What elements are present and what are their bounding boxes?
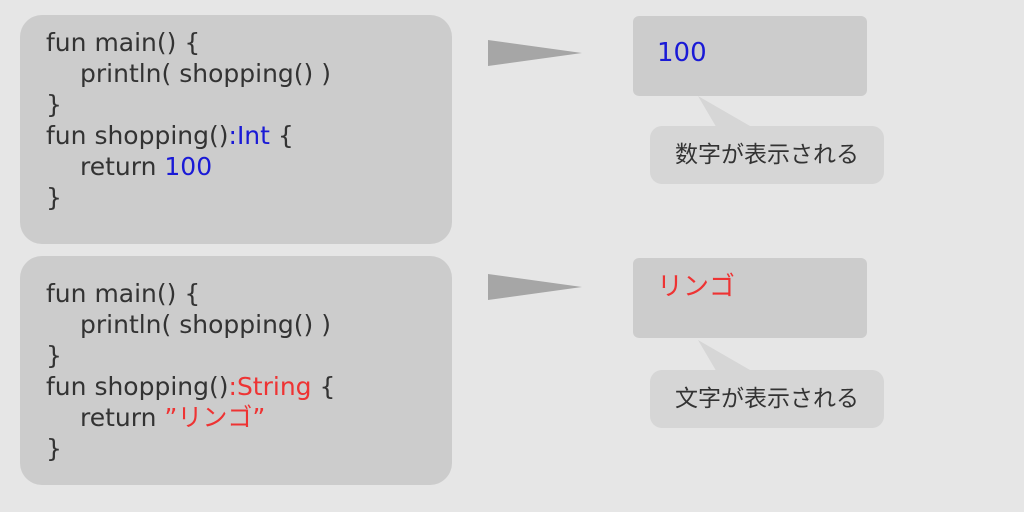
output-value: リンゴ — [657, 272, 736, 302]
code-text: { — [269, 121, 294, 150]
code-line: println( shopping() ) — [46, 309, 452, 340]
code-panel-string: fun main() { println( shopping() ) } fun… — [20, 256, 452, 485]
code-line: return ”リンゴ” — [46, 402, 452, 433]
output-panel-int: 100 — [633, 16, 867, 96]
right-arrow-icon — [488, 40, 582, 66]
code-text: fun main() { — [46, 279, 201, 308]
code-line: println( shopping() ) — [46, 58, 452, 89]
code-text: } — [46, 434, 62, 463]
code-text: } — [46, 90, 62, 119]
code-text: fun main() { — [46, 28, 201, 57]
caption-text: 文字が表示される — [675, 386, 859, 412]
code-line: } — [46, 182, 452, 213]
code-text: fun shopping() — [46, 372, 229, 401]
caption-text: 数字が表示される — [675, 142, 859, 168]
code-text: return — [80, 403, 165, 432]
code-text: } — [46, 183, 62, 212]
code-line: fun shopping():String { — [46, 371, 452, 402]
code-text: println( shopping() ) — [80, 59, 332, 88]
code-text: println( shopping() ) — [80, 310, 332, 339]
code-text: fun shopping() — [46, 121, 229, 150]
return-type-string: :String — [228, 372, 312, 401]
code-text: return — [80, 152, 165, 181]
code-line: } — [46, 433, 452, 464]
caption-bubble-string: 文字が表示される — [650, 370, 884, 428]
speech-bubble-tail — [698, 96, 750, 130]
code-text: } — [46, 341, 62, 370]
code-line: return 100 — [46, 151, 452, 182]
code-line: fun shopping():Int { — [46, 120, 452, 151]
speech-bubble-tail — [698, 340, 750, 374]
right-arrow-icon — [488, 274, 582, 300]
output-value: 100 — [657, 38, 707, 68]
code-line: fun main() { — [46, 278, 452, 309]
output-panel-string: リンゴ — [633, 258, 867, 338]
return-value-int: 100 — [164, 152, 213, 181]
code-line: } — [46, 340, 452, 371]
code-text: { — [311, 372, 336, 401]
return-value-string: ”リンゴ” — [164, 403, 266, 432]
code-line: } — [46, 89, 452, 120]
caption-bubble-int: 数字が表示される — [650, 126, 884, 184]
code-panel-int: fun main() { println( shopping() ) } fun… — [20, 15, 452, 244]
return-type-int: :Int — [228, 121, 270, 150]
code-line: fun main() { — [46, 27, 452, 58]
